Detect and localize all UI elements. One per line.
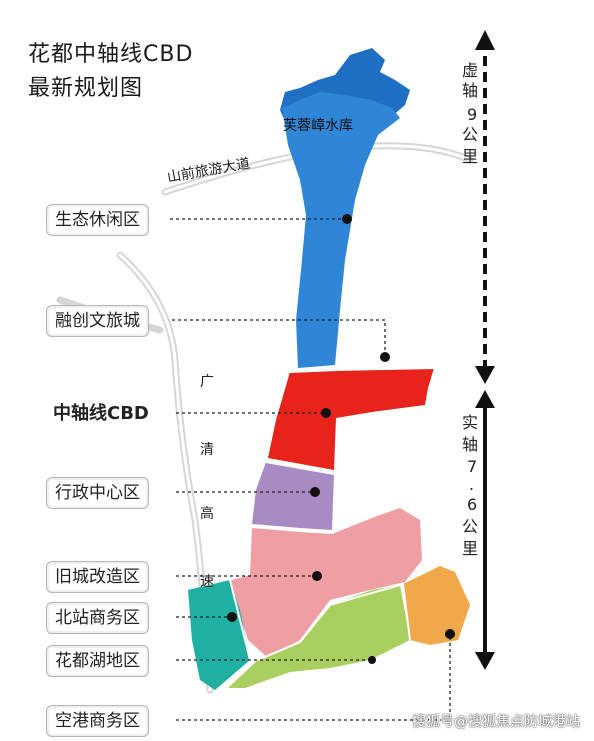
svg-text:广: 广 [200, 374, 214, 390]
label-airport-business: 空港商务区 [46, 705, 149, 737]
svg-text:虚: 虚 [462, 61, 478, 80]
label-sunac-culture-tourism: 融创文旅城 [46, 305, 149, 337]
axis-virtual-label: 虚 轴 9 公 里 [462, 61, 478, 166]
map-title-line1: 花都中轴线CBD [28, 42, 194, 67]
svg-text:轴: 轴 [462, 81, 478, 100]
label-eco-leisure: 生态休闲区 [46, 204, 149, 236]
highway-label: 广 清 高 速 [200, 374, 214, 590]
svg-text:6: 6 [467, 495, 477, 514]
zone-north-station [188, 580, 250, 690]
zone-eco-leisure [282, 92, 400, 368]
svg-text:公: 公 [462, 125, 478, 144]
zone-cbd [268, 368, 434, 470]
svg-text:清: 清 [200, 442, 214, 458]
svg-text:实: 实 [462, 413, 478, 432]
label-old-city: 旧城改造区 [46, 561, 149, 593]
label-huadu-lake: 花都湖地区 [46, 645, 149, 677]
svg-text:里: 里 [462, 147, 478, 166]
axis-real-arrow [475, 390, 495, 670]
zone-old-city [225, 508, 422, 658]
zone-huadu-lake [228, 585, 410, 688]
label-admin-center: 行政中心区 [46, 477, 149, 509]
svg-text:7: 7 [467, 457, 477, 476]
map-title-line2: 最新规划图 [28, 76, 144, 101]
svg-text:高: 高 [200, 505, 214, 522]
label-central-axis-cbd: 中轴线CBD [44, 398, 158, 430]
leader-lines [170, 218, 451, 721]
label-north-station: 北站商务区 [46, 602, 149, 634]
svg-text:里: 里 [462, 539, 478, 558]
leader-dots [227, 214, 455, 664]
svg-text:9: 9 [467, 105, 477, 124]
svg-text:.: . [469, 475, 474, 494]
svg-text:速: 速 [200, 574, 214, 590]
zone-airport-business [403, 566, 470, 645]
zone-admin-center [252, 462, 334, 530]
axis-real-label: 实 轴 7 . 6 公 里 [462, 413, 478, 558]
svg-text:公: 公 [462, 517, 478, 536]
svg-text:轴: 轴 [462, 435, 478, 454]
reservoir-label: 芙蓉嶂水库 [283, 117, 353, 134]
axis-virtual-arrow [475, 30, 495, 384]
watermark: 搜狐号@搜狐焦点防城港站 [412, 714, 580, 730]
